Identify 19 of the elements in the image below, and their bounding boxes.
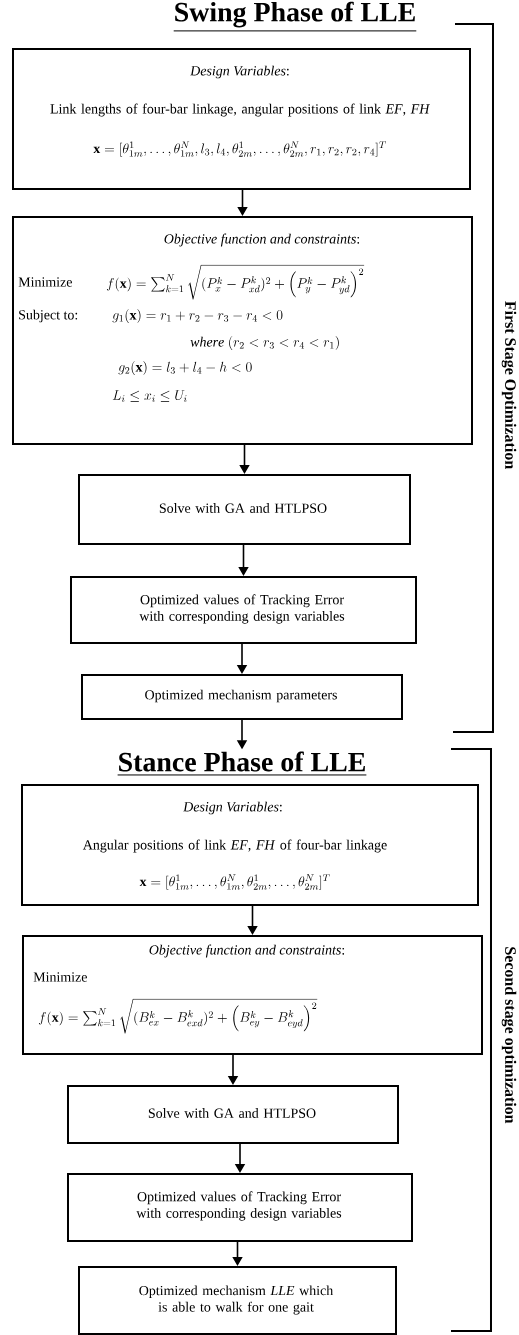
flow-arrow [239,444,250,474]
objective-box: Objective function and constraints: Minimize $f(\mathbf{x})=\sum_{k=1}^{N}\sqrt{(P_x^k-P_{xd}^k)^2+\left(P_y^k-P_{yd}^k\right)^2}$ Subject to: $g_1(\mathbf{x})=r_1+r_2-r_3-r_4<0$ $\mathit{where}\ (r_2<r_3<r_4<r_1)$ $g_2(\mathbf{x})=l_3+l_4-h<0$ $L_i\le x_i\le U_i$ [12,216,473,445]
heading-text: Swing Phase of LLE [173,1,417,32]
result-box: Optimized values of Tracking Error with corresponding design variables [67,1173,413,1242]
result-box: Optimized mechanism LLE which is able to walk for one gait [78,1266,397,1335]
objective-box: Objective function and constraints: Minimize $f(\mathbf{x})=\sum_{k=1}^{N}\sqrt{(B_{ex}^k-B_{exd}^k)^2+\left(B_{ey}^k-B_{eyd}^k\right)^2}$ [22,935,483,1055]
result-box: Optimized values of Tracking Error with corresponding design variables [70,576,417,644]
flow-arrow [237,189,248,216]
bracket-label: Second stage optimization [501,947,517,1124]
design-variables-box: Design Variables: Link lengths of four-bar linkage, angular positions of link EF, FH $\mathbf{x}=[\theta_{1m}^{1},\dots,\theta_{1m}^{N},l_3,l_4,\theta_{2m}^{1},\dots,\theta_{2m}^{N},r_1,r_2,r_2,r_4]^{T}$ [12,48,471,190]
result-box: Optimized mechanism parameters [81,674,403,720]
design-variables-box: Design Variables: Angular positions of link EF, FH of four-bar linkage $\mathbf{x}=[\theta_{1m}^{1},\dots,\theta_{1m}^{N},\theta_{2m}^{1},\dots,\theta_{2m}^{N}]^{T}$ [21,784,479,906]
heading-text: Stance Phase of LLE [117,751,367,776]
bracket-label: First Stage Optimization [501,301,517,469]
process-box: Solve with GA and HTLPSO [67,1085,399,1144]
process-box: Solve with GA and HTLPSO [78,474,411,545]
flow-arrow [247,905,258,935]
flow-arrow [238,544,249,576]
flow-arrow [232,1241,243,1266]
